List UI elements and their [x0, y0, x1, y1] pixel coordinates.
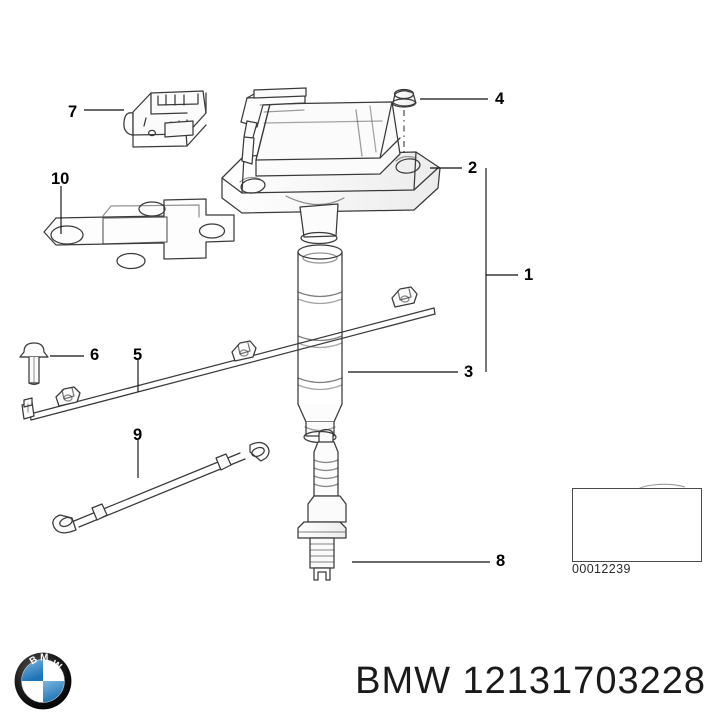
- vehicle-thumbnail-box: [572, 488, 702, 562]
- callout-6[interactable]: 6: [90, 346, 100, 364]
- part-ground-rail-strip: [21, 286, 436, 421]
- svg-text:B: B: [28, 654, 40, 667]
- part-coil-boot-extension: [297, 203, 343, 444]
- leader-lines: [50, 98, 518, 563]
- part-electrical-connector-plug: [123, 90, 207, 148]
- callout-5[interactable]: 5: [133, 346, 143, 364]
- part-mounting-plate-bracket: [43, 198, 235, 270]
- callout-4[interactable]: 4: [495, 90, 505, 108]
- callout-8[interactable]: 8: [496, 552, 506, 570]
- diagram-id-label: 00012239: [572, 562, 631, 576]
- svg-text:M: M: [40, 653, 48, 664]
- part-hex-flange-bolt: [19, 342, 49, 386]
- callout-10[interactable]: 10: [51, 170, 70, 188]
- callout-9[interactable]: 9: [133, 426, 143, 444]
- callout-1[interactable]: 1: [524, 266, 534, 284]
- callout-2[interactable]: 2: [468, 159, 478, 177]
- part-spark-plug: [297, 428, 347, 581]
- part-number-label: BMW 12131703228: [355, 660, 706, 702]
- part-ignition-coil-body: [240, 87, 401, 177]
- part-ground-strap-cable: [52, 441, 270, 534]
- callout-7[interactable]: 7: [68, 103, 78, 121]
- callout-3[interactable]: 3: [464, 363, 474, 381]
- part-cap-nut: [391, 88, 417, 108]
- bmw-roundel-logo: B M W: [14, 652, 72, 710]
